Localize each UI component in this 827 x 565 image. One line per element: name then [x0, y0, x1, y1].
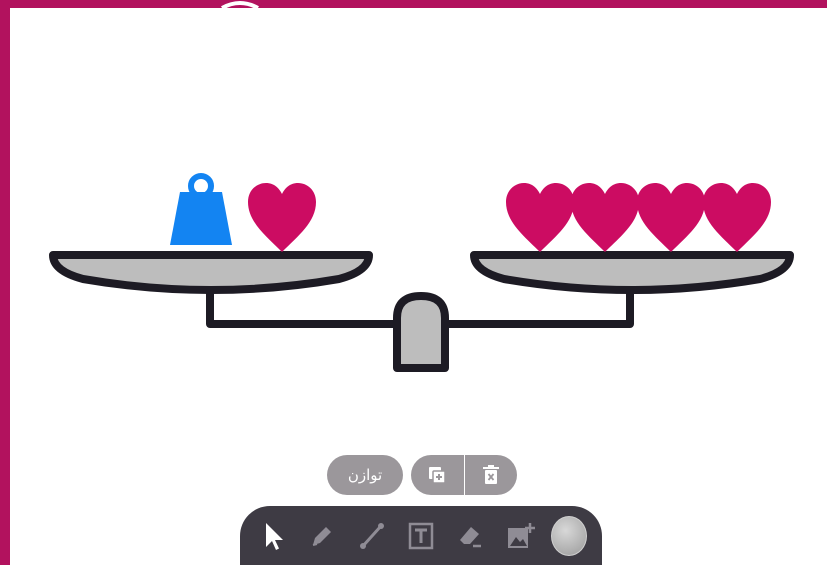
delete-button[interactable]: [464, 455, 517, 495]
duplicate-button[interactable]: [411, 455, 464, 495]
select-tool-button[interactable]: [253, 516, 293, 556]
title-chip-label: توازن: [348, 466, 382, 484]
heart-icon: [506, 183, 574, 252]
delete-icon: [482, 465, 500, 485]
scale-pivot: [397, 296, 445, 368]
select-arrow-icon: [262, 521, 284, 551]
heart-icon: [248, 183, 316, 252]
action-chip-group: [411, 455, 517, 495]
line-icon: [358, 522, 386, 550]
heart-icon: [571, 183, 639, 252]
text-box-icon: [407, 521, 435, 551]
weight-icon: [170, 176, 232, 245]
text-tool-button[interactable]: [401, 516, 441, 556]
right-pan: [474, 255, 790, 290]
pen-icon: [309, 523, 335, 549]
add-image-tool-button[interactable]: [500, 516, 540, 556]
duplicate-icon: [427, 465, 447, 485]
add-image-icon: [505, 521, 535, 551]
color-swatch: [551, 516, 587, 556]
pen-tool-button[interactable]: [302, 516, 342, 556]
title-chip[interactable]: توازن: [327, 455, 403, 495]
eraser-tool-button[interactable]: [450, 516, 490, 556]
drawing-toolbar: [240, 506, 602, 565]
eraser-icon: [456, 522, 484, 550]
left-pan: [53, 255, 369, 290]
heart-icon: [703, 183, 771, 252]
line-tool-button[interactable]: [352, 516, 392, 556]
heart-icon: [637, 183, 705, 252]
color-picker-button[interactable]: [549, 516, 589, 556]
